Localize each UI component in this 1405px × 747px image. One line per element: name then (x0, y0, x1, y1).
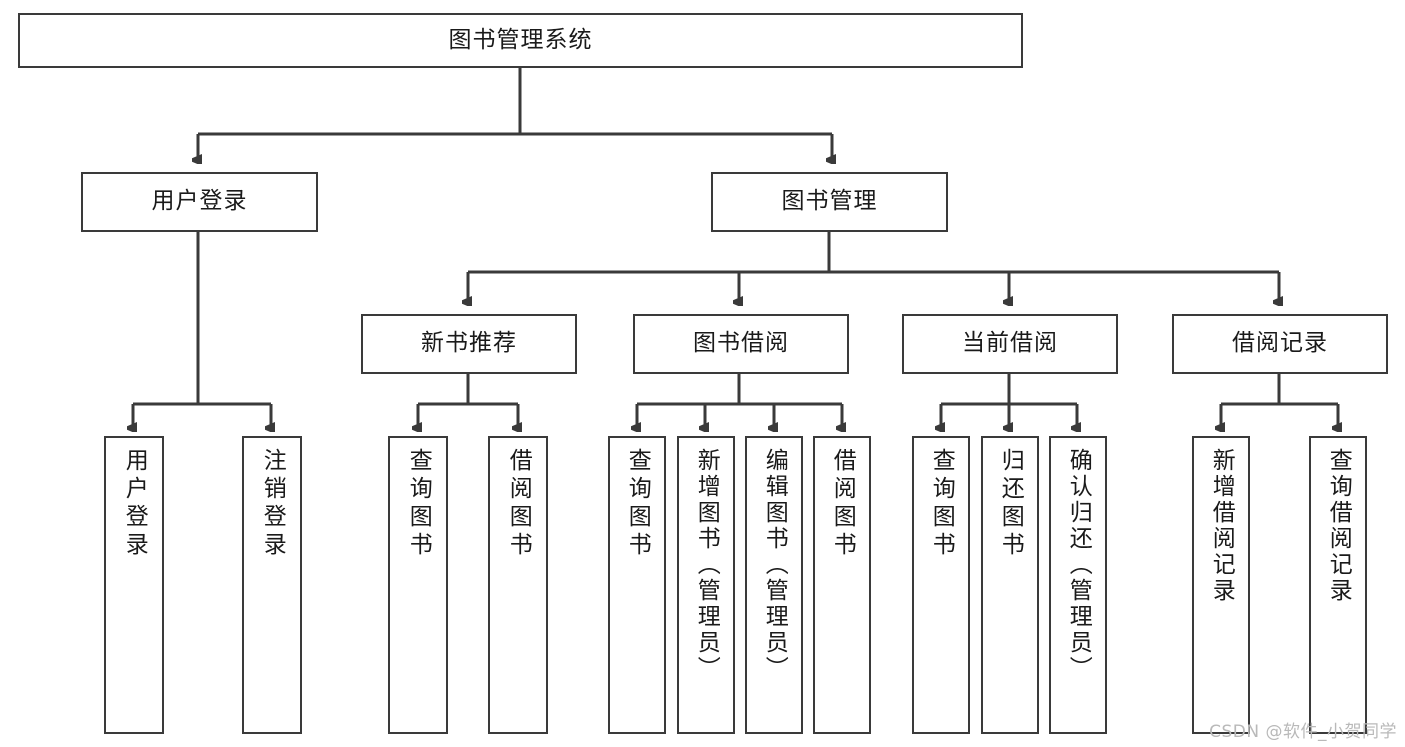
leaf-borrow-record-query[interactable]: 查询借阅记录 (1309, 436, 1367, 734)
leaf-user-login-logout[interactable]: 注销登录 (242, 436, 302, 734)
node-label: 借阅图书 (505, 448, 532, 560)
leaf-book-borrow-query[interactable]: 查询图书 (608, 436, 666, 734)
node-label: 借阅记录 (1232, 330, 1328, 357)
node-label: 编辑图书（管理员） (761, 448, 788, 682)
leaf-user-login-login[interactable]: 用户登录 (104, 436, 164, 734)
node-user-login[interactable]: 用户登录 (81, 172, 318, 232)
node-label: 查询图书 (624, 448, 651, 560)
node-label: 查询图书 (405, 448, 432, 560)
leaf-book-borrow-borrow[interactable]: 借阅图书 (813, 436, 871, 734)
leaf-new-book-query[interactable]: 查询图书 (388, 436, 448, 734)
watermark: CSDN @软件_小贺同学 (1209, 722, 1397, 742)
node-label: 图书管理 (781, 188, 878, 215)
leaf-borrow-record-add[interactable]: 新增借阅记录 (1192, 436, 1250, 734)
leaf-book-borrow-edit[interactable]: 编辑图书（管理员） (745, 436, 803, 734)
node-label: 新增图书（管理员） (693, 448, 720, 682)
leaf-current-borrow-confirm-return[interactable]: 确认归还（管理员） (1049, 436, 1107, 734)
node-borrow-record[interactable]: 借阅记录 (1172, 314, 1388, 374)
node-label: 图书借阅 (693, 330, 789, 357)
node-label: 用户登录 (121, 448, 148, 560)
leaf-current-borrow-query[interactable]: 查询图书 (912, 436, 970, 734)
node-label: 查询借阅记录 (1325, 448, 1352, 604)
node-label: 注销登录 (259, 448, 286, 560)
leaf-current-borrow-return[interactable]: 归还图书 (981, 436, 1039, 734)
leaf-new-book-borrow[interactable]: 借阅图书 (488, 436, 548, 734)
node-label: 归还图书 (997, 448, 1024, 560)
node-book-management[interactable]: 图书管理 (711, 172, 948, 232)
node-label: 新增借阅记录 (1208, 448, 1235, 604)
node-label: 用户登录 (151, 188, 248, 215)
node-label: 当前借阅 (962, 330, 1058, 357)
node-label: 新书推荐 (421, 330, 517, 357)
node-book-borrow[interactable]: 图书借阅 (633, 314, 849, 374)
node-label: 图书管理系统 (448, 26, 593, 53)
node-new-book-recommend[interactable]: 新书推荐 (361, 314, 577, 374)
node-label: 确认归还（管理员） (1065, 448, 1092, 682)
node-root-system[interactable]: 图书管理系统 (18, 13, 1023, 68)
leaf-book-borrow-add[interactable]: 新增图书（管理员） (677, 436, 735, 734)
node-label: 借阅图书 (829, 448, 856, 560)
node-current-borrow[interactable]: 当前借阅 (902, 314, 1118, 374)
node-label: 查询图书 (928, 448, 955, 560)
